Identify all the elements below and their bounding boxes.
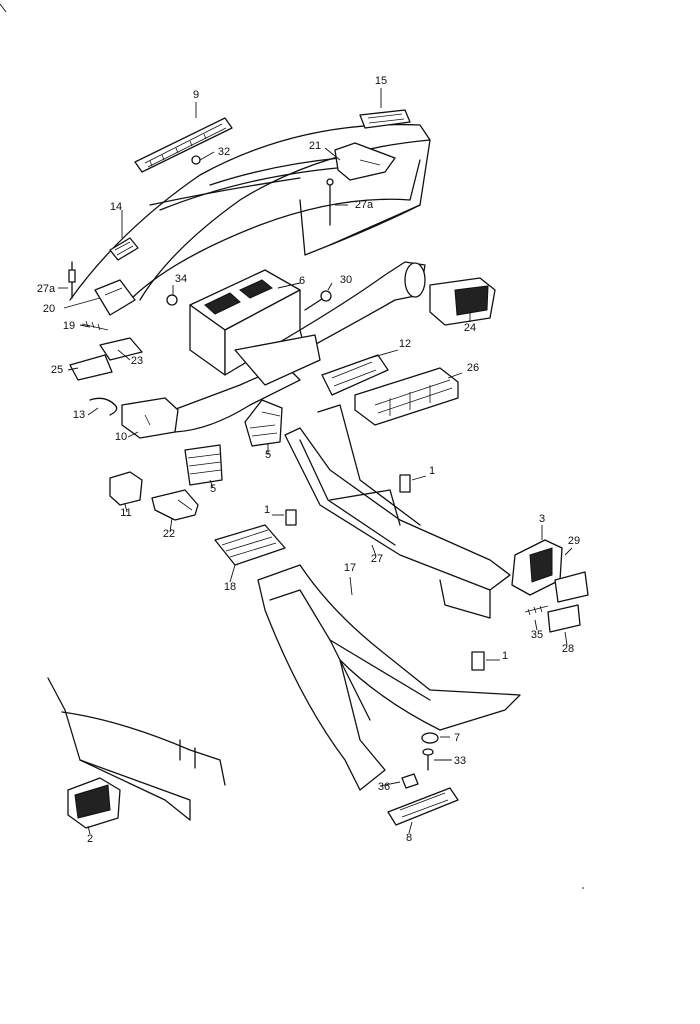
part-27-floor-duct xyxy=(284,404,511,619)
callout-9: 9 xyxy=(193,89,199,101)
callout-22: 22 xyxy=(163,528,175,540)
callout-36: 36 xyxy=(378,781,390,793)
part-14-small-vent xyxy=(109,237,139,261)
part-27a-screw-left xyxy=(68,261,76,299)
callout-7: 7 xyxy=(454,732,460,744)
callout-18: 18 xyxy=(224,581,236,593)
callout-1-b: 1 xyxy=(264,504,270,516)
part-8-vent-grille xyxy=(387,787,459,826)
part-22-vent-nozzle xyxy=(151,489,199,521)
callout-24: 24 xyxy=(464,322,476,334)
part-20-bracket xyxy=(94,279,136,316)
part-13-gasket xyxy=(89,397,118,416)
callout-15: 15 xyxy=(375,75,387,87)
part-18-hose xyxy=(214,524,286,566)
callout-29: 29 xyxy=(568,535,580,547)
part-1-fitting-a xyxy=(399,474,411,493)
dashboard-assembly xyxy=(69,123,431,301)
callout-27a-right: 27a xyxy=(355,199,374,211)
callout-19: 19 xyxy=(63,320,75,332)
callout-1-a: 1 xyxy=(429,465,435,477)
callout-2: 2 xyxy=(87,833,93,845)
part-11-connector xyxy=(109,471,143,506)
part-30-bolt xyxy=(304,290,332,311)
part-17-lower-duct xyxy=(257,564,521,791)
center-console xyxy=(47,677,226,821)
part-33-screw xyxy=(422,748,434,771)
callout-5-left: 5 xyxy=(210,483,216,495)
part-2-vent xyxy=(67,777,121,829)
part-1-fitting-b xyxy=(285,509,297,526)
callout-27a-left: 27a xyxy=(37,283,56,295)
callout-14: 14 xyxy=(110,201,122,213)
callout-labels: 9 15 32 21 27a 14 27a 20 34 6 30 19 24 2… xyxy=(37,75,580,845)
part-32-clip xyxy=(191,155,201,165)
part-28-plate xyxy=(547,604,581,633)
part-19-spring xyxy=(81,320,109,331)
part-1-fitting-c xyxy=(471,651,485,671)
callout-11: 11 xyxy=(120,507,131,519)
callout-20: 20 xyxy=(43,303,55,315)
part-9-defroster-grille xyxy=(134,117,233,173)
callout-23: 23 xyxy=(131,355,143,367)
part-15-vent-grille xyxy=(359,109,411,129)
callout-32: 32 xyxy=(218,146,230,158)
part-24-vent xyxy=(429,277,496,326)
leader-lines xyxy=(58,88,573,835)
callout-6: 6 xyxy=(299,275,305,287)
callout-17: 17 xyxy=(344,562,356,574)
callout-13: 13 xyxy=(73,409,85,421)
stray-dot xyxy=(582,887,584,889)
callout-26: 26 xyxy=(467,362,479,374)
left-lower-duct xyxy=(159,334,321,433)
part-26-vent-grille xyxy=(354,367,459,426)
part-5-hose-left xyxy=(184,444,223,486)
right-air-duct xyxy=(299,261,426,351)
callout-12: 12 xyxy=(399,338,411,350)
callout-33: 33 xyxy=(454,755,466,767)
callout-28: 28 xyxy=(562,643,574,655)
part-21-bracket xyxy=(334,142,396,181)
callout-5-right: 5 xyxy=(265,449,271,461)
part-29-grille xyxy=(554,571,589,603)
part-35-screw xyxy=(524,605,549,616)
part-12-vent-frame xyxy=(321,354,389,396)
callout-8: 8 xyxy=(406,832,412,844)
corner-mark xyxy=(0,3,7,13)
callout-21: 21 xyxy=(309,140,321,152)
part-25-plate xyxy=(69,354,113,381)
part-36-clip xyxy=(401,773,419,789)
callout-3: 3 xyxy=(539,513,545,525)
callout-35: 35 xyxy=(531,629,543,641)
callout-25: 25 xyxy=(51,364,63,376)
callout-10: 10 xyxy=(115,431,127,443)
part-5-hose-right xyxy=(244,399,283,447)
part-34-screw xyxy=(166,294,178,306)
callout-27: 27 xyxy=(371,553,383,565)
callout-1-c: 1 xyxy=(502,650,508,662)
part-23-plate xyxy=(99,337,143,361)
part-27a-screw-right xyxy=(326,178,334,226)
callout-34: 34 xyxy=(175,273,187,285)
part-7-plug xyxy=(421,732,439,744)
part-3-rear-vent xyxy=(511,539,563,596)
part-10-duct-elbow xyxy=(121,397,179,439)
callout-30: 30 xyxy=(340,274,352,286)
